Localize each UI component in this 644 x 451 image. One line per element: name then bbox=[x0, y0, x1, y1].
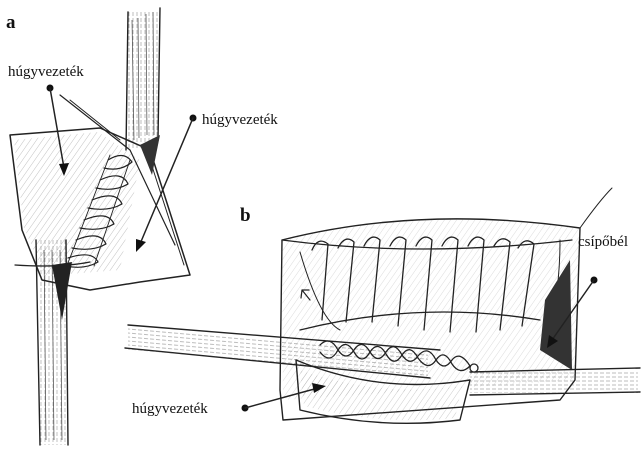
panel-b-letter: b bbox=[240, 205, 251, 226]
panel-a-upper-tube bbox=[126, 8, 160, 150]
panel-a-letter: a bbox=[6, 12, 16, 33]
label-a-ureter-right: húgyvezeték bbox=[202, 112, 278, 128]
panel-a: a bbox=[6, 8, 278, 445]
label-a-ureter-left: húgyvezeték bbox=[8, 64, 84, 80]
panel-b: b bbox=[125, 188, 640, 423]
label-b-ileum: csípőbél bbox=[578, 234, 628, 250]
label-b-ureter: húgyvezeték bbox=[132, 401, 208, 417]
